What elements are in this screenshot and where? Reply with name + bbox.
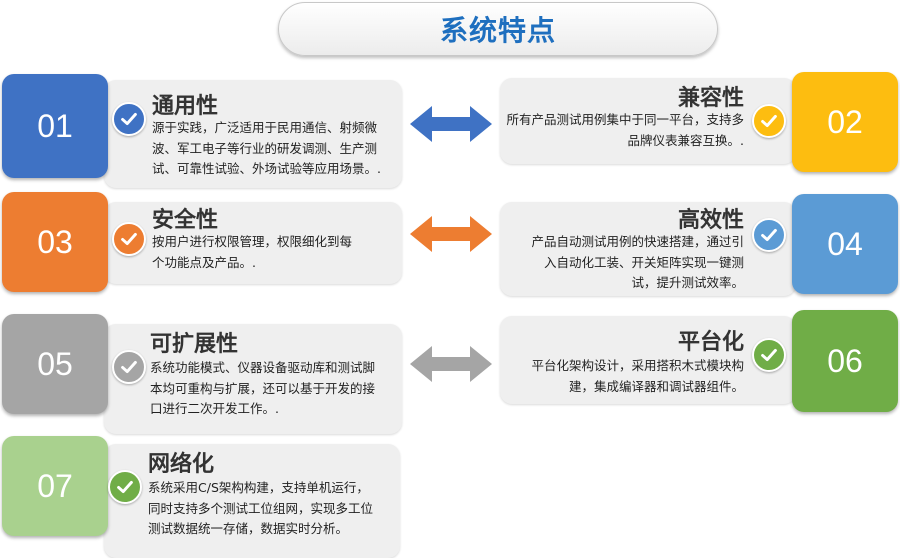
page-title: 系统特点: [439, 14, 556, 47]
feature-number-02: 02: [792, 72, 898, 172]
feature-number-06: 06: [792, 310, 898, 412]
check-circle-icon: [752, 104, 786, 138]
check-circle-icon: [752, 338, 786, 372]
feature-card-06: 平台化 平台化架构设计，采用搭积木式模块构建，集成编译器和调试器组件。: [500, 316, 796, 404]
feature-card-02: 兼容性 所有产品测试用例集中于同一平台，支持多品牌仪表兼容互换。.: [500, 78, 796, 164]
feature-title: 通用性: [152, 94, 219, 119]
feature-number-04: 04: [792, 194, 898, 294]
check-circle-icon: [112, 350, 146, 384]
feature-title: 高效性: [677, 208, 744, 233]
check-circle-icon: [752, 218, 786, 252]
double-arrow-icon: [410, 106, 492, 142]
feature-card-03: 安全性 按用户进行权限管理，权限细化到每个功能点及产品。.: [104, 202, 402, 284]
feature-number-03: 03: [2, 192, 108, 292]
feature-card-01: 通用性 源于实践，广泛适用于民用通信、射频微波、军工电子等行业的研发调测、生产测…: [104, 80, 402, 188]
feature-card-05: 可扩展性 系统功能模式、仪器设备驱动库和测试脚本均可重构与扩展，还可以基于开发的…: [104, 324, 402, 434]
feature-desc: 系统功能模式、仪器设备驱动库和测试脚本均可重构与扩展，还可以基于开发的接口进行二…: [150, 360, 376, 416]
double-arrow-icon: [410, 216, 492, 252]
feature-number-05: 05: [2, 314, 108, 414]
feature-desc: 所有产品测试用例集中于同一平台，支持多品牌仪表兼容互换。.: [506, 112, 744, 148]
feature-desc: 系统采用C/S架构构建，支持单机运行，同时支持多个测试工位组网，实现多工位测试数…: [148, 480, 374, 536]
feature-desc: 按用户进行权限管理，权限细化到每个功能点及产品。.: [152, 234, 353, 270]
feature-number-01: 01: [2, 74, 108, 178]
feature-desc: 产品自动测试用例的快速搭建，通过引入自动化工装、开关矩阵实现一键测试，提升测试效…: [531, 234, 744, 290]
feature-card-04: 高效性 产品自动测试用例的快速搭建，通过引入自动化工装、开关矩阵实现一键测试，提…: [500, 202, 796, 296]
double-arrow-icon: [410, 346, 492, 382]
check-circle-icon: [112, 102, 146, 136]
feature-desc: 平台化架构设计，采用搭积木式模块构建，集成编译器和调试器组件。: [531, 358, 744, 394]
check-circle-icon: [112, 222, 146, 256]
feature-card-07: 网络化 系统采用C/S架构构建，支持单机运行，同时支持多个测试工位组网，实现多工…: [104, 444, 400, 558]
check-circle-icon: [108, 470, 142, 504]
feature-desc: 源于实践，广泛适用于民用通信、射频微波、军工电子等行业的研发调测、生产测试、可靠…: [152, 120, 381, 176]
feature-title: 可扩展性: [150, 332, 239, 357]
feature-title: 安全性: [152, 208, 219, 233]
feature-title: 网络化: [148, 452, 215, 477]
feature-number-07: 07: [2, 436, 108, 536]
title-banner: 系统特点: [278, 2, 718, 56]
feature-title: 兼容性: [677, 86, 744, 111]
feature-title: 平台化: [677, 330, 744, 355]
